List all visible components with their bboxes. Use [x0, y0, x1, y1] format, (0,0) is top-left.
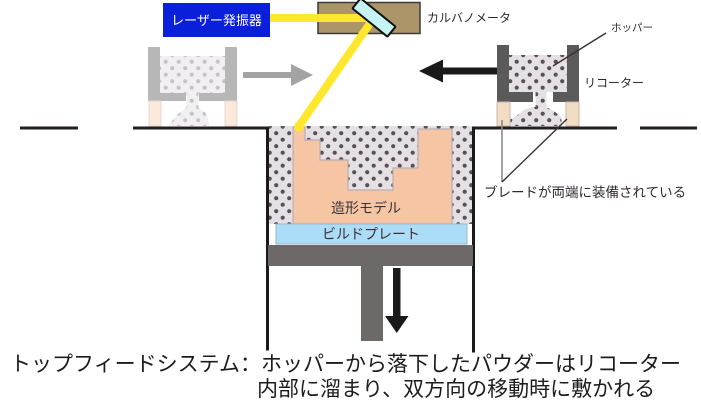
- build-plate: [275, 223, 468, 245]
- table-surface-line: [20, 126, 697, 130]
- recoater-previous-position: [148, 47, 238, 127]
- hopper-label: ホッパー: [611, 22, 653, 34]
- laser-spot: [294, 121, 304, 132]
- blade-pointer-line-right: [501, 118, 568, 183]
- faded-recoater-left-wall: [148, 47, 160, 101]
- faded-recoater-right-wall: [225, 47, 237, 101]
- galvo-mirror-icon: [351, 0, 397, 38]
- move-left-arrow-icon: [419, 59, 497, 83]
- faded-hopper-powder: [160, 56, 225, 93]
- recoater-active: [496, 45, 580, 127]
- funnel-flange-right: [553, 92, 567, 102]
- faded-powder-mound: [168, 108, 209, 126]
- caption-line-2: 内部に溜まり、双方向の移動時に敷かれる: [257, 378, 655, 401]
- faded-blade-left: [148, 100, 162, 127]
- piston-platform: [268, 245, 473, 266]
- powder-column: [535, 92, 547, 116]
- galvanometer-label: カルバノメータ: [427, 11, 511, 25]
- blade-note-label: ブレードが両端に装備されている: [484, 184, 686, 200]
- piston-rod: [361, 266, 383, 341]
- blade-right: [565, 101, 580, 127]
- laser-beam-reflected: [295, 16, 377, 129]
- recoater-label: リコーター: [584, 76, 644, 90]
- faded-blade-right: [224, 100, 238, 127]
- caption-line-1: トップフィードシステム：ホッパーから落下したパウダーはリコーター: [10, 353, 681, 376]
- laser-beam-horizontal: [269, 14, 374, 22]
- built-model: [292, 126, 453, 225]
- faded-funnel-flange-right: [199, 93, 225, 101]
- laser-oscillator-box: [163, 3, 270, 37]
- build-plate-label: ビルドプレート: [322, 226, 420, 242]
- piston-down-arrow-icon: [385, 268, 409, 333]
- faded-funnel-flange-left: [160, 93, 186, 101]
- move-right-arrow-icon: [243, 64, 313, 86]
- funnel-flange-left: [509, 92, 533, 102]
- laser-oscillator-label: レーザー発振器: [171, 13, 262, 28]
- build-tank-right-wall: [472, 126, 475, 353]
- build-tank-left-wall: [266, 126, 269, 351]
- hopper-pointer-line: [552, 32, 607, 67]
- hopper-powder: [509, 55, 567, 92]
- model-label: 造形モデル: [331, 200, 401, 216]
- powder-mound: [496, 107, 562, 126]
- blade-left: [496, 101, 511, 127]
- recoater-left-wall: [497, 45, 509, 102]
- recoater-right-wall: [567, 45, 579, 102]
